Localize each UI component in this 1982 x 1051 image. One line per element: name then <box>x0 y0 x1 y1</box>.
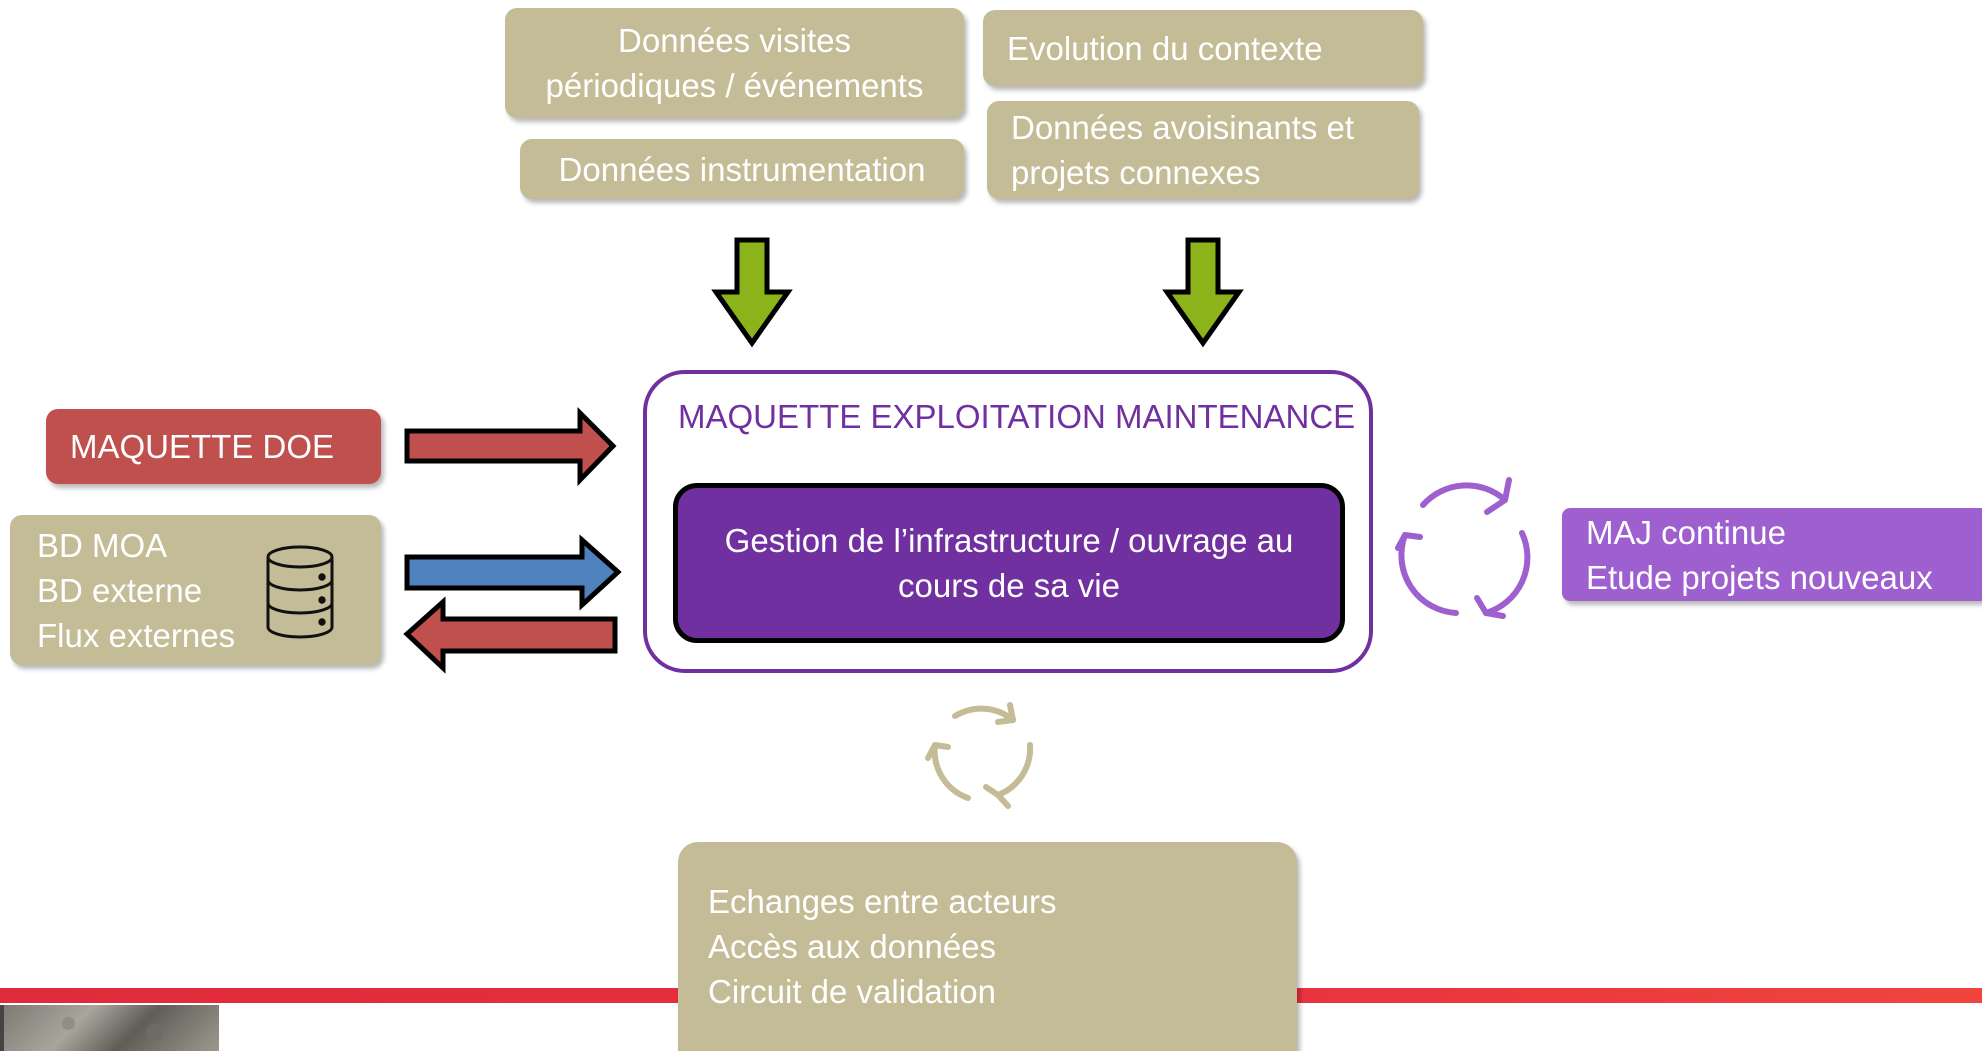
box-bd-line2: BD externe <box>37 571 203 609</box>
box-donnees-instrumentation: Données instrumentation <box>520 139 964 199</box>
box-bd-line1: BD MOA <box>37 526 168 564</box>
box-donnees-avoisinants-line1: Données avoisinants et <box>1011 109 1355 146</box>
box-echanges: Echanges entre acteurs Accès aux données… <box>678 842 1297 1051</box>
box-donnees-visites-line2: périodiques / événements <box>545 67 924 104</box>
box-maj-continue: MAJ continue Etude projets nouveaux <box>1562 508 1982 601</box>
box-bd-line3: Flux externes <box>37 616 236 654</box>
right-arrow-icon <box>404 406 617 487</box>
box-maj-line2: Etude projets nouveaux <box>1586 558 1933 596</box>
cycle-icon <box>925 702 1034 809</box>
box-donnees-instrumentation-label: Données instrumentation <box>558 150 926 188</box>
down-arrow-icon <box>711 237 793 348</box>
box-donnees-visites: Données visites périodiques / événements <box>505 8 964 118</box>
box-echanges-line2: Accès aux données <box>708 928 997 965</box>
box-echanges-line3: Circuit de validation <box>708 973 996 1010</box>
box-donnees-avoisinants-line2: projets connexes <box>1011 154 1261 191</box>
box-gestion-line1: Gestion de l’infrastructure / ouvrage au <box>724 522 1294 559</box>
box-maquette-doe-label: MAQUETTE DOE <box>70 428 335 465</box>
box-donnees-visites-line1: Données visites <box>618 22 851 59</box>
box-evolution-contexte-label: Evolution du contexte <box>1007 29 1323 67</box>
box-gestion-infrastructure: Gestion de l’infrastructure / ouvrage au… <box>673 483 1345 643</box>
box-evolution-contexte: Evolution du contexte <box>983 10 1423 86</box>
box-maquette-doe: MAQUETTE DOE <box>46 409 381 484</box>
maquette-exploitation-title: MAQUETTE EXPLOITATION MAINTENANCE <box>678 398 1356 435</box>
left-arrow-icon <box>403 596 618 674</box>
box-maj-line1: MAJ continue <box>1586 513 1786 551</box>
footer-photo <box>0 1005 219 1051</box>
box-donnees-avoisinants: Données avoisinants et projets connexes <box>987 101 1419 199</box>
down-arrow-icon <box>1162 237 1244 348</box>
box-echanges-line1: Echanges entre acteurs <box>708 883 1057 920</box>
database-icon <box>266 545 334 639</box>
box-gestion-line2: cours de sa vie <box>898 567 1120 604</box>
cycle-icon <box>1395 477 1531 619</box>
box-bd-sources: BD MOA BD externe Flux externes <box>10 515 381 665</box>
right-arrow-icon <box>404 534 622 611</box>
